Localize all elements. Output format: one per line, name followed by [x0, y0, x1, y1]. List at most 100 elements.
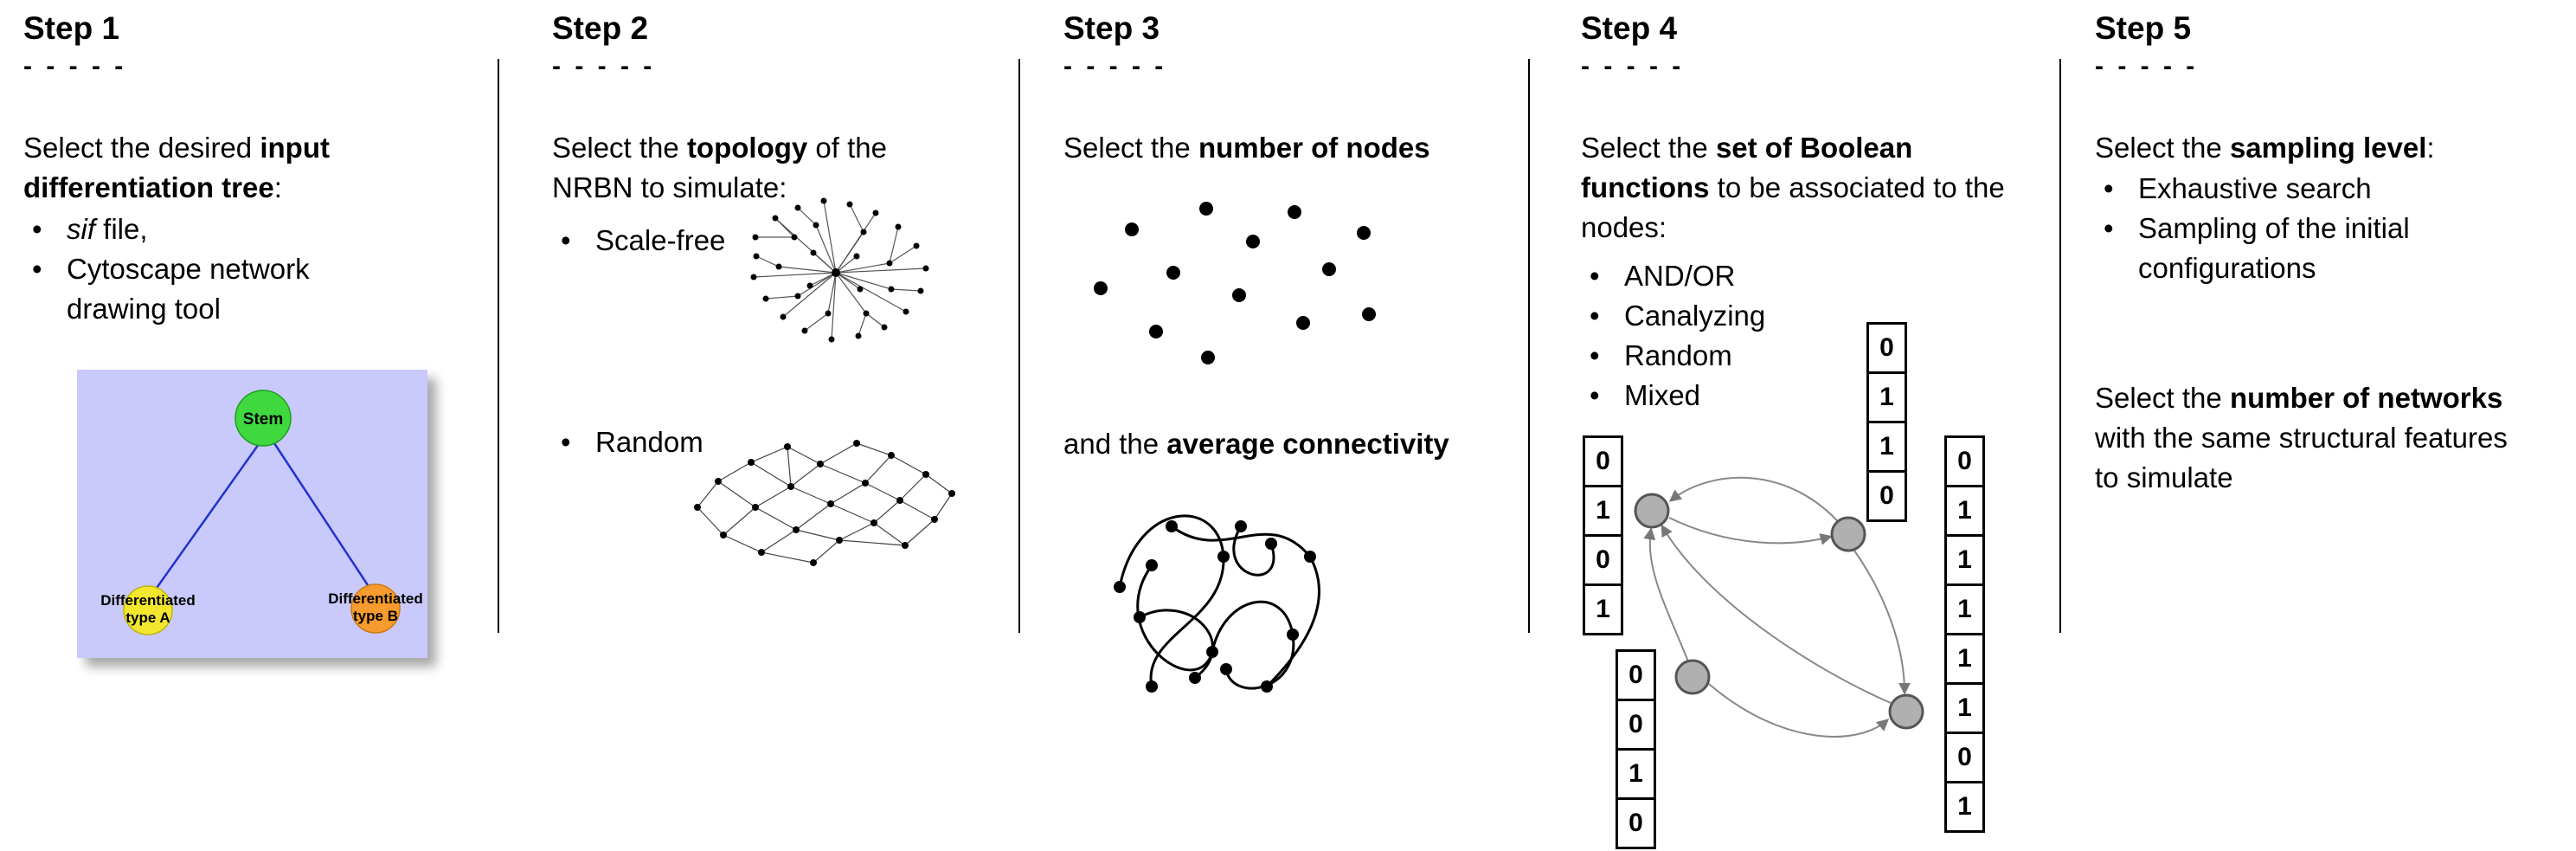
random-nodes: [694, 440, 955, 566]
truth-table-cell: 1: [1616, 748, 1656, 800]
intro-bold: topology: [686, 132, 808, 164]
list-item: Canalyzing: [1581, 296, 1927, 336]
truth-table-cell: 1: [1583, 485, 1623, 537]
column-divider: [498, 59, 499, 633]
node-dots: [1094, 202, 1376, 364]
step-4-intro: Select the set of Boolean functions to b…: [1581, 128, 2031, 248]
intro-text: Select the: [1581, 132, 1716, 164]
column-divider: [1018, 59, 1020, 633]
sampling-level-options: Exhaustive search Sampling of the initia…: [2095, 169, 2545, 288]
nodes-dots-graphic: [1094, 202, 1376, 364]
step-1-intro: Select the desired input differentiation…: [23, 128, 473, 208]
truth-table-cell: 1: [1944, 485, 1985, 537]
boolean-function-options: AND/OR Canalyzing Random Mixed: [1581, 256, 1927, 416]
step-5-intro: Select the sampling level:: [2095, 128, 2554, 168]
topology-option-scale-free: Scale-free: [552, 221, 812, 261]
step-3-intro: Select the number of nodes: [1063, 128, 1522, 168]
para-text: Select the: [2095, 382, 2230, 414]
column-divider: [1528, 59, 1530, 633]
intro-bold: sampling level: [2229, 132, 2427, 164]
step-3-panel: Step 3 - - - - - Select the number of no…: [1063, 0, 1528, 851]
intro-bold: input differentiation tree: [23, 132, 330, 203]
step-5-panel: Step 5 - - - - - Select the sampling lev…: [2095, 0, 2567, 851]
intro-text: :: [2426, 132, 2435, 164]
intro-bold: number of nodes: [1198, 132, 1430, 164]
para-text: with the same structural features to sim…: [2095, 422, 2508, 493]
column-divider: [2059, 59, 2061, 633]
para-bold: average connectivity: [1166, 428, 1449, 460]
step-5-title: Step 5: [2095, 10, 2192, 46]
intro-text: :: [273, 171, 282, 203]
tangle-nodes: [1114, 520, 1316, 693]
bullet-italic: sif: [67, 213, 95, 245]
intro-text: to be associated to the nodes:: [1581, 171, 2005, 243]
truth-table-cell: 1: [1866, 421, 1907, 473]
intro-text: of the NRBN to simulate:: [552, 132, 887, 203]
boolean-network-svg: [1634, 476, 1924, 738]
step-1-title: Step 1: [23, 10, 120, 46]
bullet-text: file,: [95, 213, 148, 245]
para-text: and the: [1063, 428, 1167, 460]
stem-node: [234, 390, 292, 447]
truth-table-cell: 1: [1866, 371, 1907, 423]
step-3-connectivity-text: and the average connectivity: [1063, 424, 1522, 464]
intro-text: Select the desired: [23, 132, 260, 164]
intro-text: Select the: [552, 132, 687, 164]
dashes-divider: - - - - -: [23, 52, 127, 81]
truth-table-cell: 1: [1944, 633, 1985, 685]
intro-text: Select the: [1063, 132, 1198, 164]
truth-table-cell: 1: [1583, 583, 1623, 635]
dashes-divider: - - - - -: [552, 52, 656, 81]
step-2-intro: Select the topology of the NRBN to simul…: [552, 128, 959, 208]
step-1-panel: Step 1 - - - - - Select the desired inpu…: [23, 0, 498, 851]
truth-table-bottom-left: 0 0 1 0: [1616, 649, 1656, 849]
truth-table-left: 0 1 0 1: [1583, 435, 1623, 635]
truth-table-cell: 0: [1583, 435, 1623, 487]
truth-table-cell: 0: [1583, 534, 1623, 586]
truth-table-cell: 0: [1616, 699, 1656, 751]
differentiated-type-a-node: [123, 585, 173, 635]
dashes-divider: - - - - -: [1581, 52, 1685, 81]
network-arrows: [1643, 476, 1911, 738]
truth-table-cell: 1: [1944, 682, 1985, 734]
list-item: Sampling of the initial configurations: [2095, 209, 2545, 288]
tree-edges: [149, 442, 375, 597]
truth-table-cell: 0: [1866, 322, 1907, 374]
list-item: Random: [1581, 336, 1927, 376]
scale-free-edges: [753, 200, 927, 340]
para-bold: number of networks: [2229, 382, 2503, 414]
truth-table-cell: 0: [1616, 797, 1656, 849]
scale-free-nodes: [750, 197, 929, 343]
scale-free-network-graphic: [750, 197, 929, 343]
step-2-title: Step 2: [552, 10, 649, 46]
step-5-networks-text: Select the number of networks with the s…: [2095, 378, 2510, 498]
dashes-divider: - - - - -: [1063, 52, 1167, 81]
truth-table-cell: 0: [1944, 732, 1985, 783]
truth-table-cell: 1: [1944, 534, 1985, 586]
truth-table-top: 0 1 1 0: [1866, 322, 1907, 522]
differentiated-type-b-node: [350, 583, 401, 634]
step-4-panel: Step 4 - - - - - Select the set of Boole…: [1581, 0, 2059, 851]
dashes-divider: - - - - -: [2095, 52, 2199, 81]
random-network-graphic: [694, 440, 955, 566]
connectivity-graphic: [1114, 514, 1320, 693]
step-3-title: Step 3: [1063, 10, 1160, 46]
topology-option-random: Random: [552, 422, 812, 462]
intro-text: Select the: [2095, 132, 2230, 164]
truth-table-cell: 0: [1944, 435, 1985, 487]
truth-table-cell: 0: [1616, 649, 1656, 701]
list-item: Cytoscape network drawing tool: [23, 249, 361, 329]
step-4-title: Step 4: [1581, 10, 1678, 46]
tangle-edges: [1118, 514, 1320, 690]
stem-node-label: Stem: [243, 410, 283, 429]
truth-table-right: 0 1 1 1 1 1 0 1: [1944, 435, 1985, 833]
truth-table-cell: 1: [1944, 583, 1985, 635]
truth-table-cell: 1: [1944, 781, 1985, 833]
list-item: Exhaustive search: [2095, 169, 2545, 209]
step-1-options: sif file, Cytoscape network drawing tool: [23, 210, 361, 329]
list-item: sif file,: [23, 210, 361, 249]
